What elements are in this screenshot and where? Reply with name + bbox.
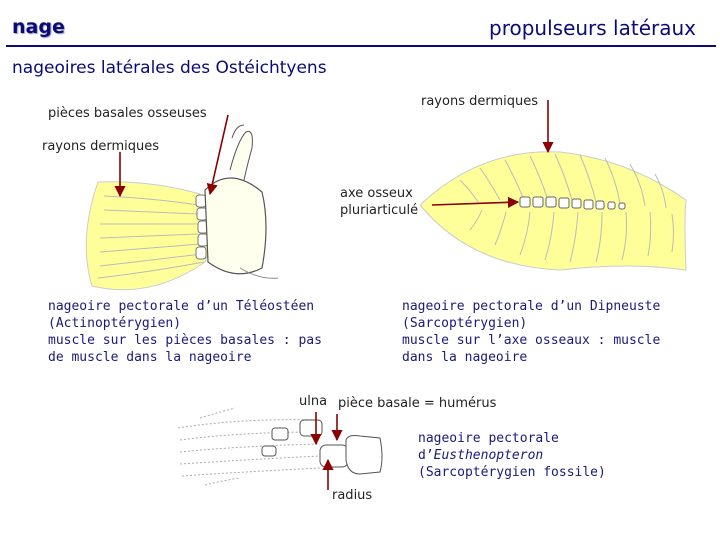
caption-line: de muscle dans la nageoire	[48, 349, 322, 366]
caption-prefix: d’	[418, 448, 434, 463]
caption-line: nageoire pectorale d’un Dipneuste	[402, 298, 660, 315]
label-piece-basale: pièce basale = humérus	[338, 396, 496, 411]
caption-line: nageoire pectorale d’un Téléostéen	[48, 298, 322, 315]
label-pieces-basales: pièces basales osseuses	[48, 106, 207, 121]
label-radius: radius	[332, 488, 372, 503]
caption-line: muscle sur les pièces basales : pas	[48, 332, 322, 349]
caption-line: nageoire pectorale	[418, 430, 606, 447]
caption-line: dans la nageoire	[402, 349, 660, 366]
caption-teleosteen: nageoire pectorale d’un Téléostéen (Acti…	[48, 298, 322, 366]
caption-line: muscle sur l’axe osseaux : muscle	[402, 332, 660, 349]
caption-line: (Sarcoptérygien)	[402, 315, 660, 332]
caption-line: (Sarcoptérygien fossile)	[418, 464, 606, 481]
label-pluriarticule: pluriarticulé	[340, 203, 418, 218]
label-axe-osseux: axe osseux	[340, 186, 413, 201]
label-rayons-dermiques-left: rayons dermiques	[42, 139, 159, 154]
caption-dipneuste: nageoire pectorale d’un Dipneuste (Sarco…	[402, 298, 660, 366]
caption-eusthenopteron: nageoire pectorale d’Eusthenopteron (Sar…	[418, 430, 606, 481]
species-name: Eusthenopteron	[434, 448, 544, 463]
label-rayons-dermiques-top: rayons dermiques	[421, 94, 538, 109]
caption-line: (Actinoptérygien)	[48, 315, 322, 332]
label-ulna: ulna	[299, 394, 327, 409]
caption-line: d’Eusthenopteron	[418, 447, 606, 464]
dipnoan-fin-illustration	[420, 152, 686, 270]
eusthenopteron-fin-illustration	[178, 408, 382, 485]
